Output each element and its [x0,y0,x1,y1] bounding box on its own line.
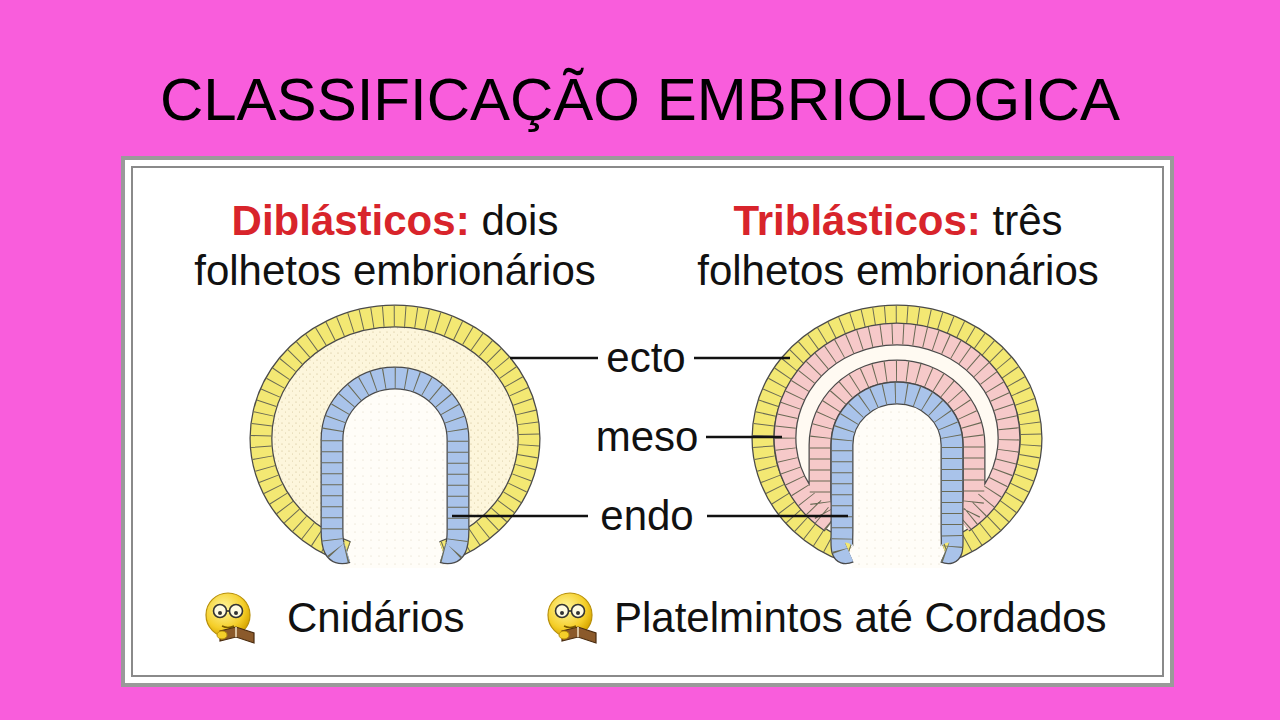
group-name: Triblásticos: [733,197,980,244]
panel-inner-border [132,167,1163,676]
layer-label: endo [597,491,696,541]
diblastic-embryo [261,316,529,568]
layer-label: meso [593,412,702,462]
heading-group: Diblásticos:dois folhetos embrionários [175,196,615,296]
germ-layer [785,334,1009,522]
triblastic-embryo [763,316,1031,568]
germ-layer [332,378,458,553]
reading-emoji [206,593,254,643]
germ-layer [842,393,952,553]
example-label: Cnidários [287,593,464,643]
panel [123,158,1172,685]
group-name: Diblásticos: [232,197,470,244]
reading-emoji [548,593,596,643]
heading-group: Triblásticos:três folhetos embrionários [678,196,1118,296]
title: CLASSIFICAÇÃO EMBRIOLOGICA [0,70,1280,130]
layer-label: ecto [603,333,688,383]
example-label: Platelmintos até Cordados [614,593,1107,643]
